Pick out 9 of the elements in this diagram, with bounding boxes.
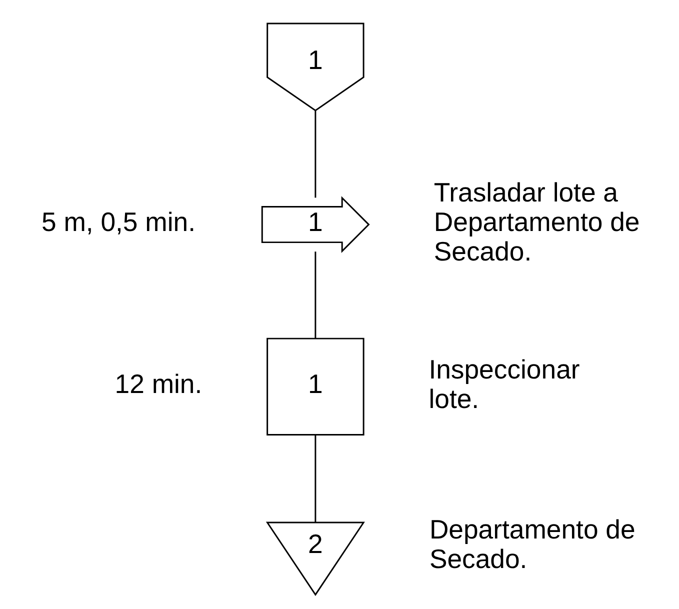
connector xyxy=(314,252,316,338)
node-label: 12 min. xyxy=(114,369,202,400)
node-label: 5 m, 0,5 min. xyxy=(42,207,196,238)
node-box: 1 xyxy=(266,338,364,436)
connector xyxy=(314,434,316,522)
node-label: Trasladar lote a Departamento de Secado. xyxy=(434,177,640,267)
connector xyxy=(314,110,316,198)
node-label: Inspeccionar lote. xyxy=(428,354,580,414)
node-label: Departamento de Secado. xyxy=(429,514,636,574)
